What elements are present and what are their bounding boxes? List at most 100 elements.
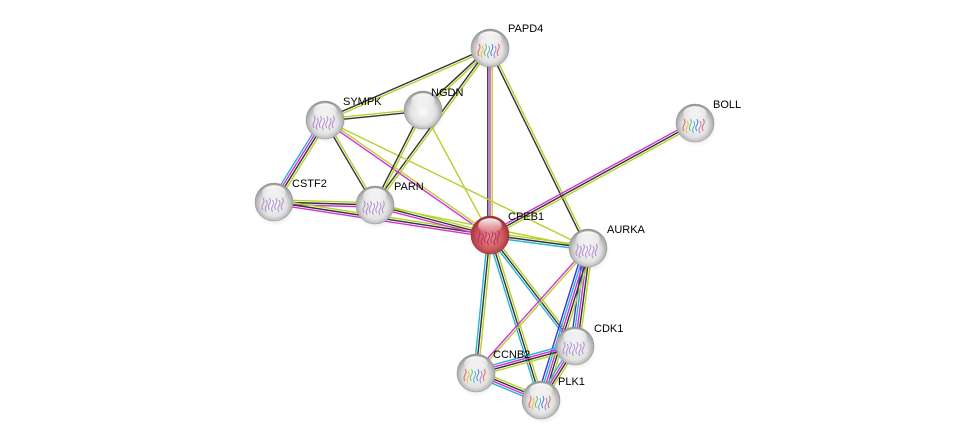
structure-strand — [565, 343, 569, 357]
structure-strand — [544, 397, 548, 411]
structure-strand — [591, 245, 595, 259]
structure-strand — [685, 120, 689, 134]
structure-strand — [575, 243, 579, 257]
structure-strand — [698, 120, 702, 134]
node-highlight — [576, 231, 600, 246]
node-ccnb2[interactable]: CCNB2 — [456, 349, 530, 397]
structure-strand — [368, 200, 372, 214]
structure-strand — [469, 368, 473, 382]
structure-strand — [585, 245, 589, 259]
node-label: PARN — [394, 181, 424, 193]
node-highlight — [262, 185, 286, 200]
edge-strand-textmining — [490, 47, 590, 248]
structure-strand — [496, 43, 500, 57]
node-highlight — [464, 356, 488, 371]
edge-aurka-plk1[interactable] — [536, 246, 593, 402]
edge-strand-database — [487, 235, 540, 401]
node-plk1[interactable]: PLK1 — [521, 376, 585, 424]
structure-strand — [496, 230, 500, 244]
edge-strand-experiments — [540, 247, 589, 401]
structure-strand — [682, 118, 686, 132]
edge-strand-experiments — [474, 246, 588, 373]
structure-strand — [476, 368, 480, 382]
structure-strand — [473, 370, 477, 384]
structure-strand — [261, 197, 265, 211]
edge-papd4-cpeb1[interactable] — [487, 48, 493, 235]
structure-strand — [264, 199, 268, 213]
structure-strand — [325, 115, 329, 129]
node-papd4[interactable]: PAPD4 — [470, 23, 543, 72]
structure-strand — [581, 243, 585, 257]
structure-strand — [483, 43, 487, 57]
structure-strand — [490, 43, 494, 57]
structure-strand — [541, 395, 545, 409]
edge-papd4-sympk[interactable] — [324, 46, 491, 122]
edge-strand-experiments — [488, 120, 695, 234]
structure-strand — [480, 45, 484, 59]
structure-strand — [318, 115, 322, 129]
node-label: CPEB1 — [508, 211, 544, 223]
node-cstf2[interactable]: CSTF2 — [254, 178, 327, 226]
edge-cpeb1-plk1[interactable] — [487, 234, 544, 401]
edge-strand-coexpression — [488, 48, 588, 249]
structure-strand — [312, 115, 316, 129]
node-highlight — [313, 103, 337, 118]
edge-strand-coexpression — [489, 122, 696, 236]
structure-strand — [280, 197, 284, 211]
structure-strand — [375, 200, 379, 214]
node-ngdn[interactable]: NGDN — [403, 87, 463, 134]
edge-strand-textmining — [325, 118, 492, 235]
structure-strand — [493, 45, 497, 59]
node-highlight — [363, 188, 387, 203]
node-label: NGDN — [431, 87, 463, 99]
node-boll[interactable]: BOLL — [675, 99, 741, 147]
structure-strand — [562, 341, 566, 355]
structure-strand — [572, 343, 576, 357]
edge-aurka-ccnb2[interactable] — [474, 246, 590, 375]
node-label: BOLL — [713, 99, 741, 111]
node-aurka[interactable]: AURKA — [568, 224, 646, 272]
node-highlight — [529, 383, 553, 398]
structure-strand — [477, 230, 481, 244]
node-highlight — [478, 31, 502, 46]
node-cpeb1[interactable]: CPEB1 — [470, 211, 544, 259]
structure-strand — [528, 395, 532, 409]
structure-strand — [466, 370, 470, 384]
structure-strand — [482, 368, 486, 382]
structure-strand — [267, 197, 271, 211]
node-parn[interactable]: PARN — [355, 181, 424, 229]
edge-strand-coexpression — [542, 248, 591, 401]
edge-strand-textmining — [324, 119, 589, 249]
structure-strand — [463, 368, 467, 382]
node-sympk[interactable]: SYMPK — [305, 96, 382, 144]
structure-strand — [692, 120, 696, 134]
node-highlight — [683, 106, 707, 121]
structure-strand — [547, 395, 551, 409]
edge-papd4-aurka[interactable] — [488, 47, 590, 249]
edge-sympk-aurka[interactable] — [324, 119, 589, 249]
structure-strand — [271, 199, 275, 213]
node-cdk1[interactable]: CDK1 — [555, 323, 623, 370]
structure-strand — [688, 118, 692, 132]
node-highlight — [411, 93, 435, 108]
node-label: CCNB2 — [493, 349, 530, 361]
structure-strand — [594, 243, 598, 257]
structure-strand — [568, 341, 572, 355]
structure-strand — [490, 230, 494, 244]
node-label: AURKA — [607, 224, 646, 236]
structure-strand — [701, 118, 705, 132]
edge-strand-coexpression — [324, 46, 490, 120]
structure-strand — [480, 232, 484, 246]
edge-boll-cpeb1[interactable] — [488, 120, 697, 238]
node-label: PAPD4 — [508, 23, 543, 35]
structure-strand — [378, 202, 382, 216]
structure-strand — [531, 397, 535, 411]
structure-strand — [328, 117, 332, 131]
edge-strand-textmining — [490, 124, 697, 238]
structure-strand — [578, 343, 582, 357]
structure-strand — [315, 117, 319, 131]
edge-strand-textmining — [476, 248, 590, 375]
edge-sympk-cpeb1[interactable] — [323, 118, 492, 237]
